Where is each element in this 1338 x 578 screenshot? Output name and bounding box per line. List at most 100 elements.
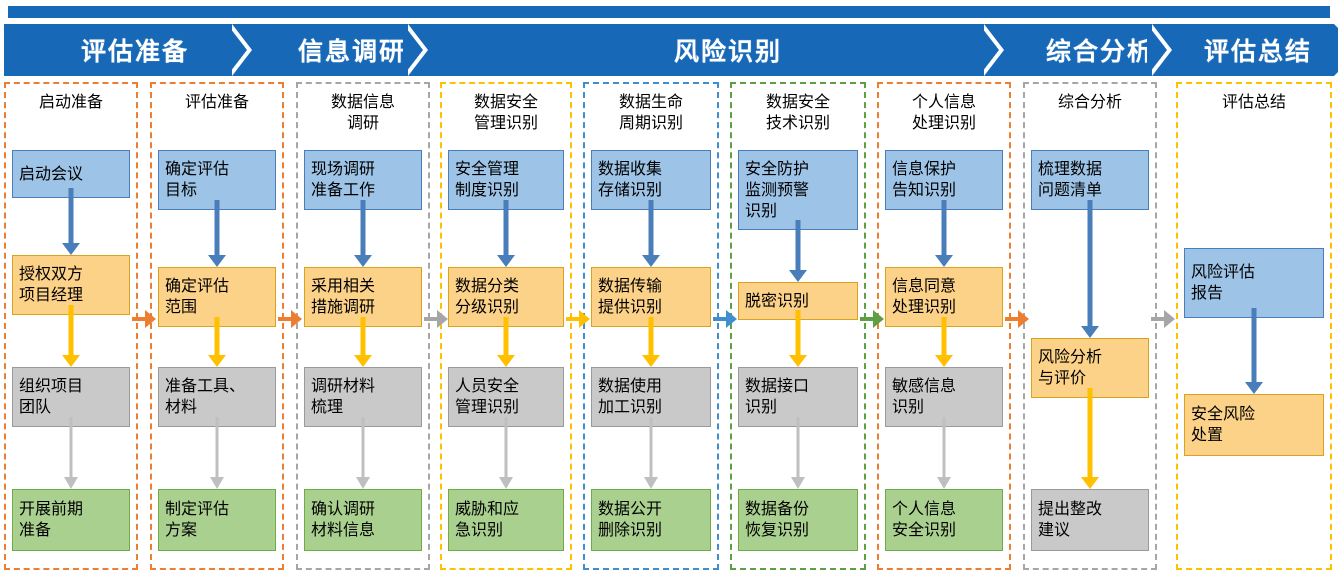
arrow-head-icon [354, 355, 372, 367]
node-lane-startup-prep-4[interactable]: 开展前期 准备 [12, 489, 130, 551]
connector-stem [941, 200, 947, 256]
node-lane-data-lifecycle-1[interactable]: 数据收集 存储识别 [591, 150, 711, 210]
node-lane-data-info-research-4[interactable]: 确认调研 材料信息 [304, 489, 422, 551]
phase-label: 风险识别 [673, 38, 782, 66]
node-label: 制定评估 方案 [165, 501, 230, 539]
chevron-divider-inner-icon [979, 24, 999, 76]
arrow-head-icon [62, 243, 80, 255]
connector-stem [361, 417, 365, 478]
arrow-head-icon [1081, 326, 1099, 338]
node-lane-data-info-research-2[interactable]: 采用相关 措施调研 [304, 267, 422, 327]
phase-chevron-3[interactable]: 风险识别 [438, 24, 1044, 76]
node-lane-assessment-summary-2[interactable]: 安全风险 处置 [1184, 394, 1324, 456]
arrow-head-icon [1245, 382, 1263, 394]
node-lane-personal-info-2[interactable]: 信息同意 处理识别 [885, 267, 1003, 327]
node-label: 开展前期 准备 [19, 501, 84, 539]
node-lane-data-security-tech-1[interactable]: 安全防护 监测预警 识别 [738, 150, 858, 230]
arrow-head-icon [579, 310, 590, 328]
node-label: 提出整改 建议 [1038, 501, 1103, 539]
arrow-lane8-to-lane9 [1151, 310, 1175, 328]
arrow-lane5-to-lane6 [713, 310, 737, 328]
phase-chevron-2[interactable]: 信息调研 [262, 24, 468, 76]
connector-stem [360, 317, 366, 356]
arrow-lane3-to-lane4 [424, 310, 448, 328]
node-label: 数据分类 分级识别 [455, 278, 520, 316]
node-lane-data-lifecycle-2[interactable]: 数据传输 提供识别 [591, 267, 711, 327]
connector-stem [648, 200, 654, 256]
arrow-stem [713, 317, 726, 321]
lane-title: 数据安全 技术识别 [765, 94, 830, 132]
phase-label: 综合分析 [1045, 38, 1154, 66]
arrow-stem [1151, 317, 1164, 321]
lane-startup-prep[interactable]: 启动准备 [4, 82, 138, 570]
chevron-divider-inner-icon [403, 24, 423, 76]
arrow-head-icon [935, 255, 953, 267]
node-label: 调研材料 梳理 [311, 378, 376, 416]
node-label: 信息保护 告知识别 [892, 161, 957, 199]
arrow-stem [278, 317, 291, 321]
lane-title: 评估准备 [184, 94, 249, 111]
top-accent-bar [8, 6, 1330, 18]
connector-stem [503, 317, 509, 356]
node-label: 数据收集 存储识别 [598, 161, 663, 199]
node-label: 风险评估 报告 [1191, 264, 1256, 302]
arrow-head-icon [208, 255, 226, 267]
node-lane-data-security-mgmt-2[interactable]: 数据分类 分级识别 [448, 267, 564, 327]
connector-stem [360, 200, 366, 256]
lane-title: 启动准备 [38, 94, 103, 111]
arrow-head-icon [937, 477, 951, 489]
node-label: 安全管理 制度识别 [455, 161, 520, 199]
arrow-stem [424, 317, 437, 321]
connector-stem [69, 417, 73, 478]
node-label: 安全风险 处置 [1191, 406, 1256, 444]
chevron-divider-inner-icon [227, 24, 247, 76]
node-lane-data-security-mgmt-3[interactable]: 人员安全 管理识别 [448, 367, 564, 427]
node-lane-comprehensive-analysis-3[interactable]: 提出整改 建议 [1031, 489, 1149, 551]
connector-stem [942, 417, 946, 478]
arrow-head-icon [789, 270, 807, 282]
node-label: 脱密识别 [745, 292, 810, 310]
node-label: 数据传输 提供识别 [598, 278, 663, 316]
node-lane-data-security-tech-4[interactable]: 数据备份 恢复识别 [738, 489, 858, 551]
arrow-head-icon [935, 355, 953, 367]
connector-stem [941, 317, 947, 356]
phase-chevron-5[interactable]: 评估总结 [1182, 24, 1338, 76]
lane-title: 数据生命 周期识别 [618, 94, 683, 132]
arrow-head-icon [356, 477, 370, 489]
connector-stem [795, 310, 801, 356]
arrow-lane2-to-lane3 [278, 310, 302, 328]
phase-chevron-1[interactable]: 评估准备 [4, 24, 292, 76]
node-label: 采用相关 措施调研 [311, 278, 376, 316]
arrow-head-icon [726, 310, 737, 328]
arrow-head-icon [791, 477, 805, 489]
lane-assessment-summary[interactable]: 评估总结 [1176, 82, 1332, 570]
arrow-head-icon [497, 255, 515, 267]
node-label: 启动会议 [19, 165, 84, 183]
arrow-head-icon [354, 255, 372, 267]
node-lane-personal-info-1[interactable]: 信息保护 告知识别 [885, 150, 1003, 210]
node-lane-data-security-mgmt-4[interactable]: 威胁和应 急识别 [448, 489, 564, 551]
node-label: 威胁和应 急识别 [455, 501, 520, 539]
phase-label: 评估总结 [1203, 38, 1312, 66]
chevron-divider-inner-icon [1147, 24, 1167, 76]
connector-stem [215, 417, 219, 478]
node-lane-data-lifecycle-4[interactable]: 数据公开 删除识别 [591, 489, 711, 551]
arrow-head-icon [1081, 477, 1099, 489]
connector-stem [1087, 388, 1093, 478]
lane-title: 数据安全 管理识别 [473, 94, 538, 132]
arrow-head-icon [145, 310, 156, 328]
node-lane-personal-info-4[interactable]: 个人信息 安全识别 [885, 489, 1003, 551]
node-lane-data-lifecycle-3[interactable]: 数据使用 加工识别 [591, 367, 711, 427]
arrow-head-icon [642, 255, 660, 267]
node-lane-assessment-summary-1[interactable]: 风险评估 报告 [1184, 248, 1324, 318]
node-lane-assessment-prep-4[interactable]: 制定评估 方案 [158, 489, 276, 551]
node-label: 数据公开 删除识别 [598, 501, 663, 539]
connector-stem [1251, 308, 1257, 383]
arrow-head-icon [644, 477, 658, 489]
node-label: 梳理数据 问题清单 [1038, 161, 1103, 199]
connector-stem [68, 188, 74, 244]
node-lane-comprehensive-analysis-1[interactable]: 梳理数据 问题清单 [1031, 150, 1149, 210]
arrow-head-icon [497, 355, 515, 367]
lane-title: 个人信息 处理识别 [911, 94, 976, 132]
node-label: 敏感信息 识别 [892, 378, 957, 416]
